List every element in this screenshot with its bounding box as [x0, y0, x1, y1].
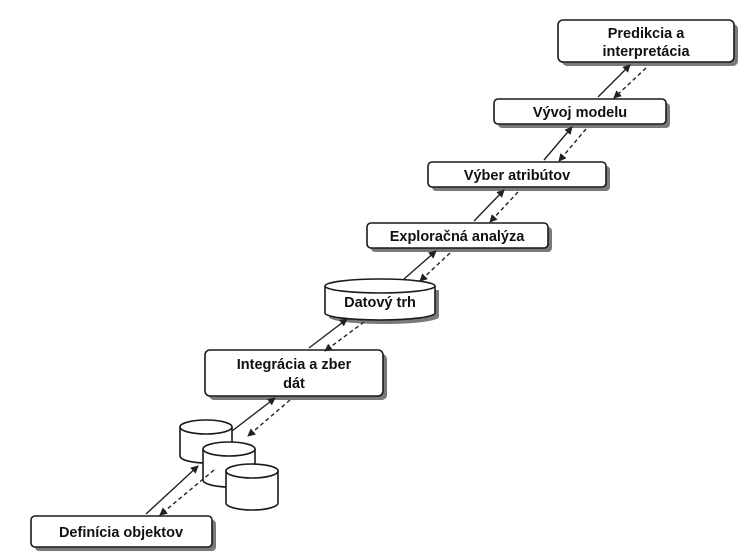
step-predikcia-a-interpretacia: Predikcia a interpretácia [557, 19, 738, 66]
step-definicia-label: Definícia objektov [59, 525, 183, 541]
step-vyvoj-modelu: Vývoj modelu [493, 98, 670, 128]
arrow-backward-7 [613, 67, 647, 99]
database-icon [179, 419, 279, 511]
arrow-forward-5 [473, 189, 505, 222]
step-exploracna-analyza: Exploračná analýza [366, 222, 552, 252]
step-datovy-trh: Datový trh [324, 278, 439, 324]
arrow-forward-2 [231, 397, 276, 432]
step-integracia-label-line2: dát [283, 376, 305, 392]
arrow-forward-4 [403, 250, 437, 280]
step-predikcia-label-line1: Predikcia a [608, 26, 686, 42]
arrow-backward-5 [489, 191, 519, 223]
arrow-forward-1 [145, 465, 199, 515]
arrow-backward-2 [247, 399, 291, 437]
step-vyber-atributov: Výber atribútov [427, 161, 610, 191]
step-datovy-trh-label: Datový trh [344, 295, 416, 311]
arrow-backward-3 [324, 321, 365, 352]
arrow-backward-6 [558, 128, 587, 162]
step-vyvoj-label: Vývoj modelu [533, 105, 627, 121]
step-definicia-objektov: Definícia objektov [30, 515, 216, 551]
step-exploracna-label: Exploračná analýza [390, 229, 526, 245]
arrow-backward-1 [159, 469, 215, 516]
arrow-forward-3 [308, 318, 348, 349]
arrow-backward-4 [419, 252, 451, 282]
step-vyber-label: Výber atribútov [464, 168, 570, 184]
step-predikcia-label-line2: interpretácia [602, 44, 690, 60]
step-integracia-label-line1: Integrácia a zber [237, 357, 352, 373]
arrow-forward-6 [543, 126, 573, 161]
database-cylinder-3 [225, 463, 279, 511]
step-integracia-a-zber-dat: Integrácia a zber dát [204, 349, 387, 400]
arrow-forward-7 [597, 64, 631, 98]
